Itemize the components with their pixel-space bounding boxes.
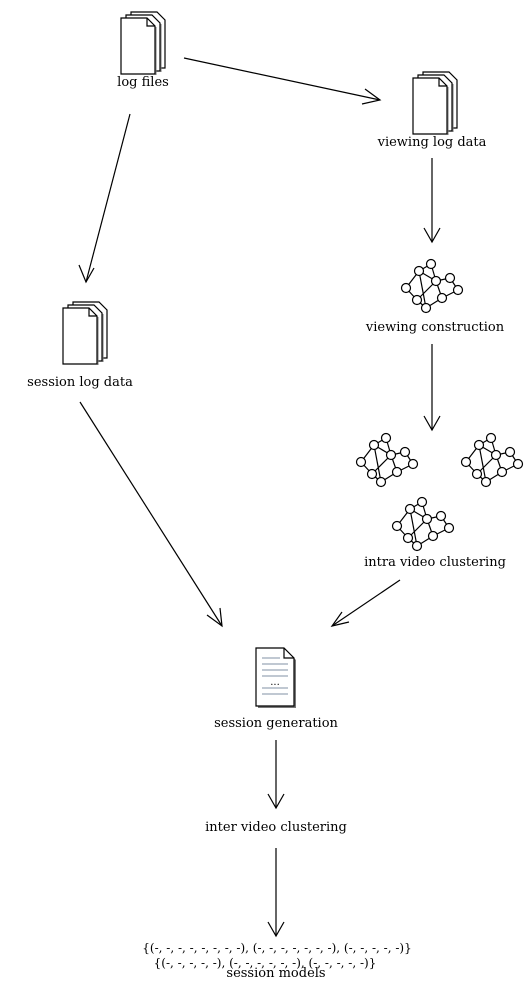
arrow-logfiles-to-session xyxy=(78,113,131,284)
node-label-intra-video-clustering: intra video clustering xyxy=(364,555,506,570)
node-label-inter-video-clustering: inter video clustering xyxy=(205,820,347,835)
node-label-session-generation: session generation xyxy=(214,716,338,731)
arrow-logfiles-to-viewing xyxy=(183,57,382,105)
arrow-sessionlog-to-generation xyxy=(79,401,223,628)
session-log-data-icon xyxy=(62,301,108,366)
arrow-generation-to-inter xyxy=(267,740,285,810)
log-files-icon xyxy=(120,11,166,76)
arrow-construction-to-intra xyxy=(423,344,441,432)
arrow-viewing-to-construction xyxy=(423,158,441,244)
node-label-viewing-construction: viewing construction xyxy=(365,320,505,335)
node-label-session-models: session models xyxy=(226,966,326,981)
session-models-line-1: {(-, -, -, -, -, -, -, -), (-, -, -, -, … xyxy=(142,941,412,955)
intra-cluster-graph-icon-2 xyxy=(460,432,524,488)
session-models-line-2: {(-, -, -, -, -), (-, -, -, -, -, -), (-… xyxy=(153,956,377,970)
arrow-intra-to-generation xyxy=(330,579,401,627)
viewing-construction-graph-icon xyxy=(400,258,464,314)
intra-cluster-graph-icon-3 xyxy=(391,496,455,552)
intra-cluster-graph-icon-1 xyxy=(355,432,419,488)
node-label-session-log-data: session log data xyxy=(27,375,133,390)
viewing-log-data-icon xyxy=(412,71,458,136)
session-document-icon: ... xyxy=(255,647,296,708)
node-label-viewing-log-data: viewing log data xyxy=(377,135,487,150)
arrow-inter-to-models xyxy=(267,848,285,938)
node-label-log-files: log files xyxy=(117,75,169,90)
document-ellipsis: ... xyxy=(270,677,280,688)
